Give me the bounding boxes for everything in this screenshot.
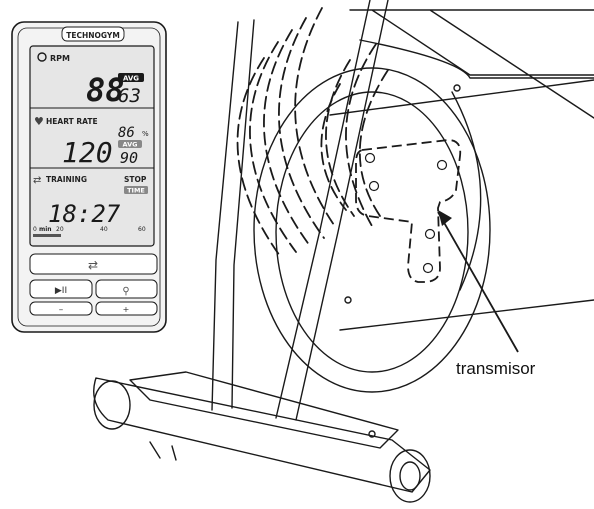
heart-rate-percent-unit: %: [142, 130, 149, 138]
screw-icon: [422, 262, 434, 274]
stabilizer-top: [129, 371, 399, 449]
brand-badge: [61, 26, 125, 42]
callout-arrowhead: [438, 210, 452, 226]
frame-top-tube: [349, 9, 594, 119]
hr-avg-value: 90: [120, 149, 138, 167]
foot-pad: [149, 441, 177, 461]
training-icon: ⇄: [33, 175, 41, 186]
training-progress-bar: [33, 234, 61, 237]
rpm-icon: [37, 52, 47, 62]
heart-rate-value: 120: [62, 136, 113, 169]
minus-icon: –: [59, 305, 64, 315]
front-wheel-left: [93, 380, 131, 430]
frame-body: [329, 79, 594, 331]
front-wheel-right: [389, 449, 431, 503]
bike-illustration: [93, 0, 594, 503]
scale-tick: 40: [100, 226, 108, 233]
callout-leader: [437, 211, 519, 353]
plus-button[interactable]: [95, 301, 158, 316]
flywheel-inner: [275, 91, 469, 373]
screw-icon: [364, 152, 376, 164]
scale-tick: 0: [33, 226, 37, 233]
hr-avg-label: AVG: [123, 141, 138, 149]
transmitter-screws: [364, 152, 448, 274]
bolt-upper: [453, 84, 461, 92]
flywheel: [253, 67, 491, 393]
light-button[interactable]: [95, 279, 158, 299]
rpm-avg-label: AVG: [123, 75, 139, 83]
screw-icon: [424, 228, 436, 240]
transmitter-outline: [355, 139, 462, 283]
console: TECHNOGYM RPM 88 AVG 63 ♥ HEART RATE 120…: [11, 21, 167, 333]
hr-avg-badge: [118, 140, 142, 148]
callout-label: transmisor: [456, 359, 536, 378]
rpm-label: RPM: [50, 54, 70, 63]
heart-icon: ♥: [34, 115, 44, 128]
signal-waves: [236, 7, 389, 257]
minus-button[interactable]: [29, 301, 93, 316]
screw-icon: [436, 159, 448, 171]
heart-rate-label: HEART RATE: [46, 117, 98, 126]
training-time-value: 18:27: [48, 200, 121, 228]
stabilizer-base: [93, 377, 431, 493]
play-pause-icon: ▶II: [55, 286, 67, 296]
upright-post-right: [275, 0, 389, 421]
play-pause-button[interactable]: [29, 279, 93, 299]
scale-unit: min: [39, 226, 52, 233]
lcd-screen: [29, 45, 155, 247]
time-label: TIME: [127, 187, 145, 195]
scale-tick: 60: [138, 226, 146, 233]
cycle-arrows-icon: ⇄: [88, 258, 98, 272]
frame-upper-curve: [359, 39, 594, 79]
front-wheel-right-hub: [399, 461, 421, 491]
brand-logo: TECHNOGYM: [66, 31, 120, 40]
training-label: TRAINING: [46, 175, 87, 184]
rpm-avg-badge: [118, 73, 144, 82]
cycle-button[interactable]: [29, 253, 158, 275]
upright-post-left: [211, 19, 255, 411]
screw-icon: [368, 180, 380, 192]
bolt-mid: [368, 430, 376, 438]
time-badge: [124, 186, 148, 194]
light-bulb-icon: ⚲: [122, 286, 129, 297]
stop-label: STOP: [124, 175, 147, 184]
heart-rate-percent: 86: [118, 125, 135, 141]
bolt-lower: [344, 296, 352, 304]
rpm-avg-value: 63: [118, 85, 141, 107]
plus-icon: +: [123, 305, 130, 314]
scale-tick: 20: [56, 226, 64, 233]
